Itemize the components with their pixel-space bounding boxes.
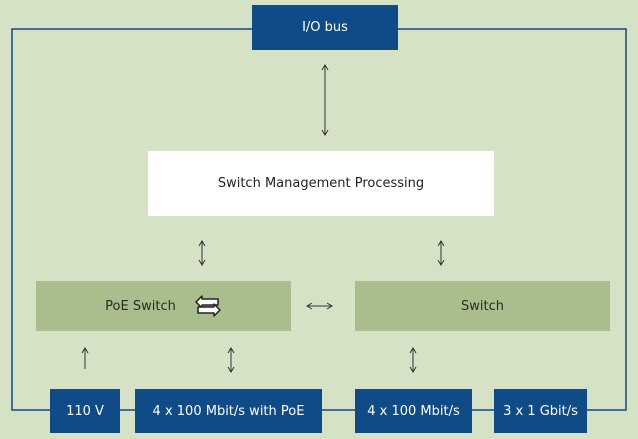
- io-bus-box: I/O bus: [252, 5, 398, 50]
- ports-100-label: 4 x 100 Mbit/s: [367, 403, 460, 419]
- management-box: Switch Management Processing: [148, 151, 494, 216]
- arrow-poe-switch: [306, 302, 333, 310]
- switch-label: Switch: [461, 298, 504, 314]
- arrow-bus-management: [321, 64, 329, 136]
- frame-line-left: [11, 28, 252, 411]
- poe-ports-label: 4 x 100 Mbit/s with PoE: [152, 403, 305, 419]
- arrow-management-poe: [198, 240, 206, 266]
- frame-line-right: [398, 28, 627, 411]
- power-box: 110 V: [50, 389, 120, 433]
- swap-arrows-icon: [195, 295, 221, 317]
- switch-box: Switch: [355, 281, 610, 331]
- power-label: 110 V: [66, 403, 104, 419]
- ports-1g-label: 3 x 1 Gbit/s: [503, 403, 578, 419]
- management-label: Switch Management Processing: [217, 176, 425, 191]
- poe-ports-box: 4 x 100 Mbit/s with PoE: [135, 389, 322, 433]
- arrow-poe-ports: [227, 347, 235, 373]
- arrow-power-poe: [81, 347, 89, 369]
- poe-switch-box: PoE Switch: [36, 281, 291, 331]
- ports-100-box: 4 x 100 Mbit/s: [355, 389, 472, 433]
- arrow-management-switch: [437, 240, 445, 266]
- io-bus-label: I/O bus: [302, 20, 348, 35]
- poe-switch-label: PoE Switch: [105, 298, 176, 314]
- ports-1g-box: 3 x 1 Gbit/s: [494, 389, 587, 433]
- arrow-switch-ports: [409, 347, 417, 373]
